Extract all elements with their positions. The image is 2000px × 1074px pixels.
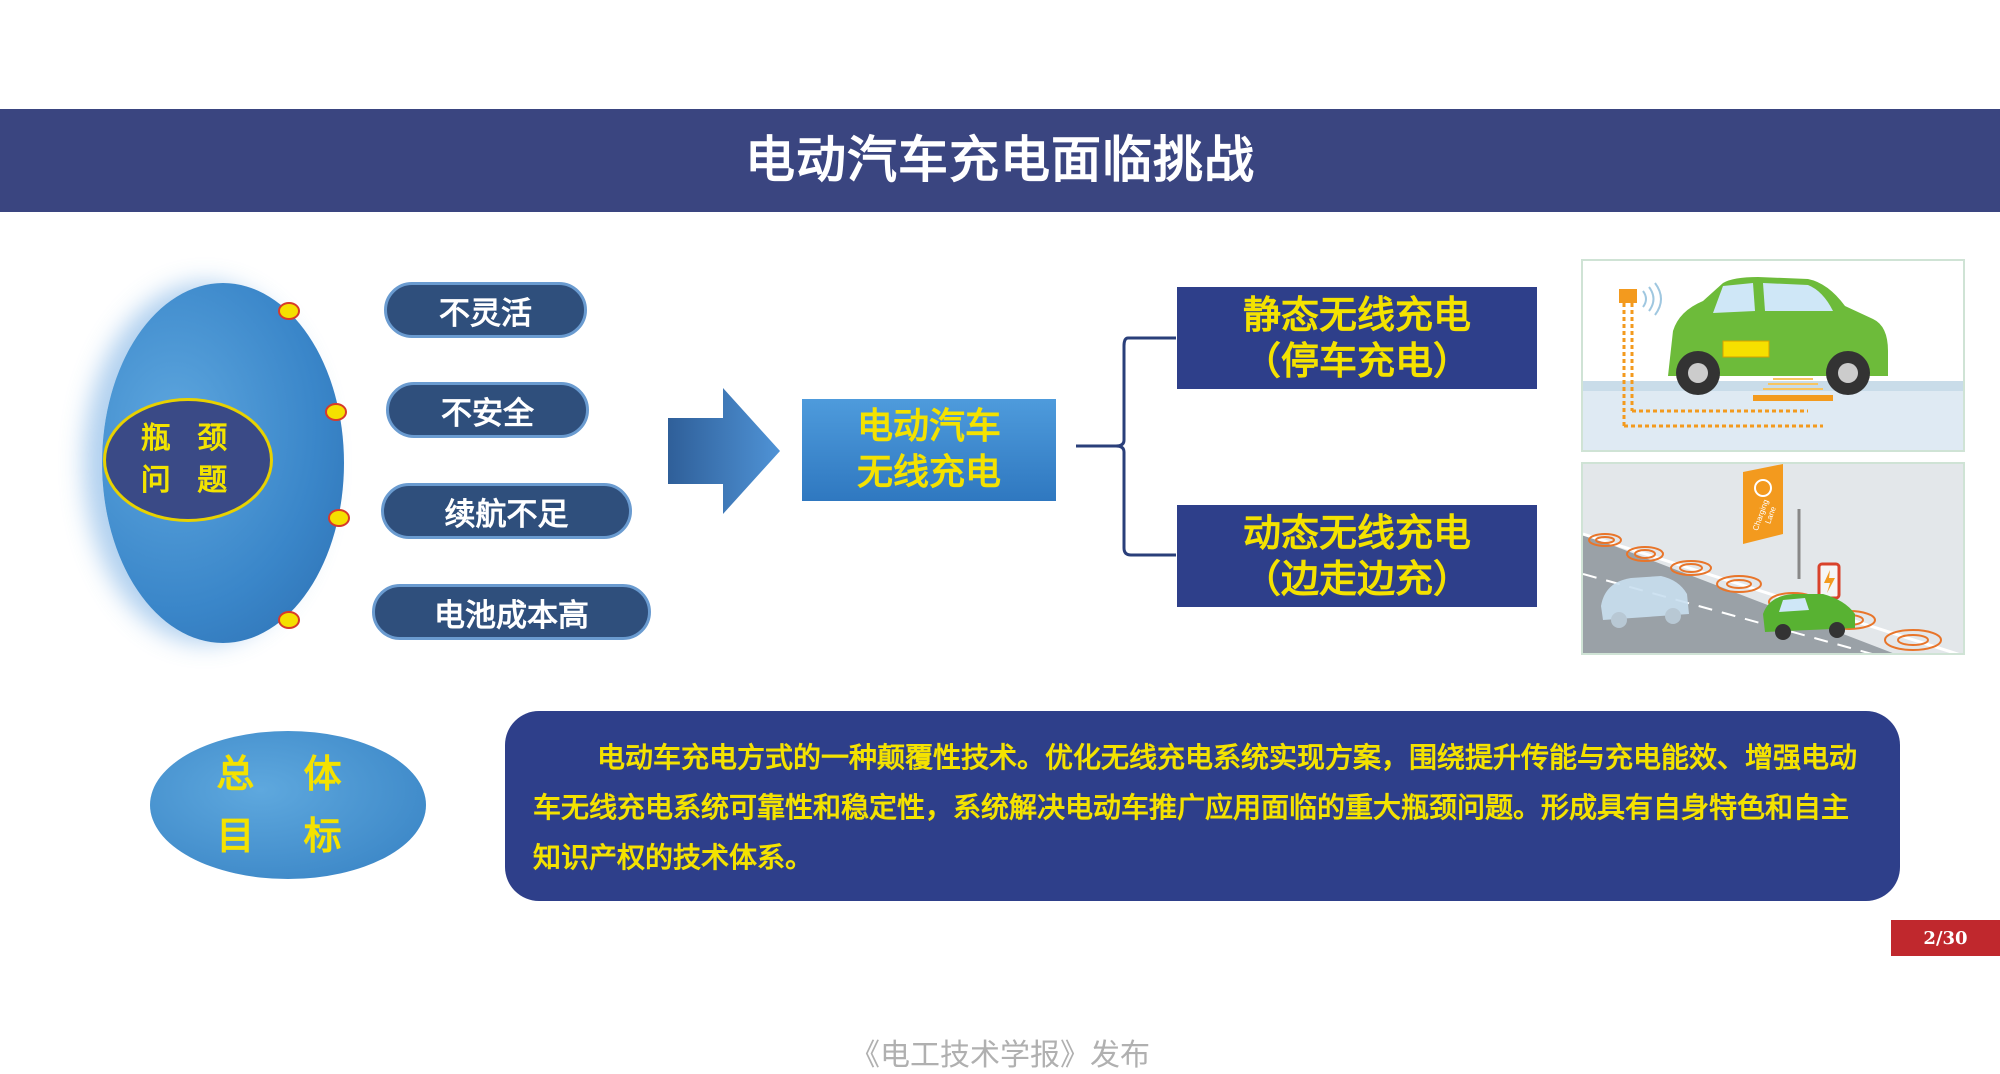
slide-title: 电动汽车充电面临挑战 — [745, 131, 1255, 189]
problem-label: 续航不足 — [444, 496, 569, 533]
wireless-charging-box: 电动汽车 无线充电 — [802, 399, 1056, 501]
bottleneck-label-line2: 问 题 — [140, 463, 236, 498]
problem-pill-range: 续航不足 — [381, 483, 632, 539]
goal-label-line2: 目 标 — [216, 814, 360, 858]
problem-pill-battery-cost: 电池成本高 — [372, 584, 651, 640]
goal-description-text: 电动车充电方式的一种颠覆性技术。优化无线充电系统实现方案，围绕提升传能与充电能效… — [533, 741, 1858, 874]
dynamic-charging-label: 动态无线充电 — [1242, 511, 1471, 555]
page-number-badge: 2/30 — [1891, 920, 2000, 956]
publisher-footer: 《电工技术学报》发布 — [850, 1038, 1150, 1073]
parked-car-illustration — [1583, 277, 1963, 450]
dynamic-charging-box: 动态无线充电 （边走边充） — [1177, 505, 1537, 607]
static-charging-sublabel: （停车充电） — [1242, 339, 1471, 383]
goal-label-line1: 总 体 — [216, 752, 360, 796]
problem-pill-inflexible: 不灵活 — [384, 282, 587, 338]
goal-description-panel: 电动车充电方式的一种颠覆性技术。优化无线充电系统实现方案，围绕提升传能与充电能效… — [505, 711, 1900, 901]
charging-lane-illustration: Charging Lane — [1583, 464, 1963, 653]
problem-label: 不安全 — [441, 395, 534, 432]
problem-label: 电池成本高 — [434, 597, 589, 634]
dynamic-charging-sublabel: （边走边充） — [1242, 557, 1471, 601]
connector-dot — [325, 403, 347, 421]
static-charging-label: 静态无线充电 — [1242, 293, 1471, 337]
overall-goal-ellipse: 总 体 目 标 — [150, 731, 426, 879]
connector-dot — [278, 611, 300, 629]
dynamic-charging-image: Charging Lane — [1581, 462, 1965, 655]
problem-pill-unsafe: 不安全 — [386, 382, 589, 438]
connector-dot — [278, 302, 300, 320]
static-charging-image — [1581, 259, 1965, 452]
bottleneck-core: 瓶 颈 问 题 — [103, 398, 273, 522]
problem-label: 不灵活 — [439, 295, 532, 332]
static-charging-box: 静态无线充电 （停车充电） — [1177, 287, 1537, 389]
center-label-line1: 电动汽车 — [856, 406, 1001, 447]
bottleneck-label-line1: 瓶 颈 — [140, 421, 236, 456]
connector-dot — [328, 509, 350, 527]
branch-bracket — [1076, 336, 1176, 557]
title-banner: 电动汽车充电面临挑战 — [0, 109, 2000, 212]
center-label-line2: 无线充电 — [856, 452, 1001, 493]
right-arrow-icon — [668, 388, 780, 514]
